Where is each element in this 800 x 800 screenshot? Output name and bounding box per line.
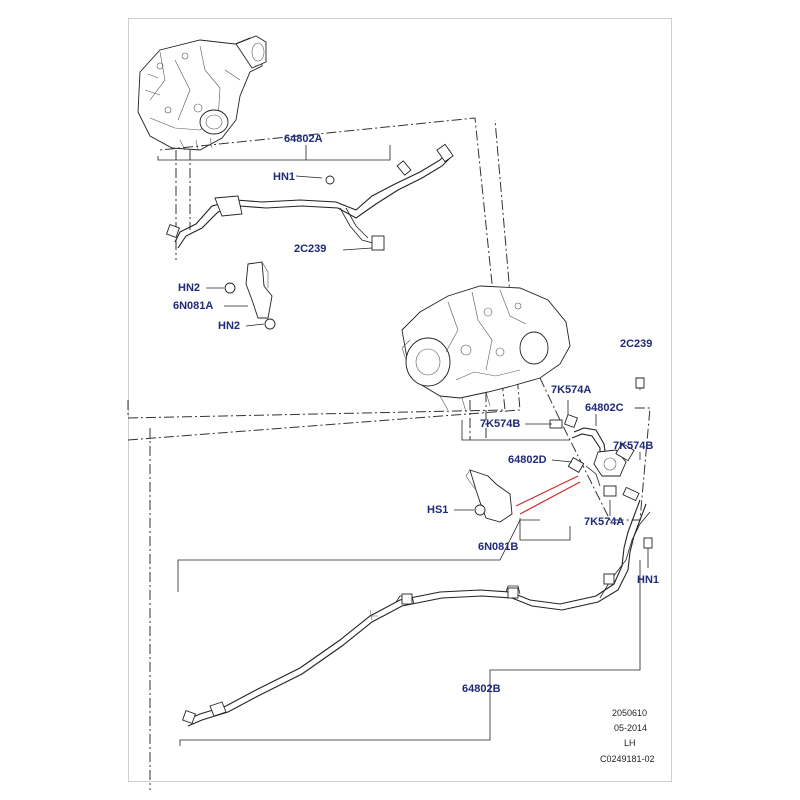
- transfer-case-illustration: [137, 35, 267, 151]
- callout-7K574B-left: 7K574B: [480, 418, 521, 430]
- callout-hn2-top: HN2: [178, 282, 201, 294]
- callout-hs1: HS1: [427, 504, 449, 516]
- pipe-64802A: [166, 143, 454, 251]
- callout-hn2-bottom: HN2: [218, 320, 241, 332]
- group-outline-lower: [539, 377, 651, 521]
- callout-2C239-top: 2C239: [294, 243, 327, 255]
- callout-64802C: 64802C: [585, 402, 624, 414]
- callout-2C239-right: 2C239: [620, 338, 653, 350]
- bracket-6N081B: [465, 469, 513, 523]
- callout-hn1-top: HN1: [273, 171, 296, 183]
- footer-code-2: C0249181-02: [600, 754, 655, 764]
- callout-7K574A-bottom: 7K574A: [584, 516, 625, 528]
- transmission-illustration: [401, 285, 571, 413]
- bracket-6N081A: [224, 261, 276, 330]
- group-outline-upper: [127, 117, 506, 419]
- highlight-line-2: [519, 481, 581, 515]
- callout-hn1-right: HN1: [637, 574, 660, 586]
- footer-side: LH: [624, 738, 636, 748]
- connector-cluster: [549, 414, 640, 502]
- callout-7K574A-top: 7K574A: [551, 384, 592, 396]
- callout-64802A: 64802A: [284, 133, 323, 145]
- highlight-line-1: [515, 475, 579, 507]
- callout-7K574B-right: 7K574B: [613, 440, 654, 452]
- callout-64802D: 64802D: [508, 454, 547, 466]
- callout-64802B: 64802B: [462, 683, 501, 695]
- footer-code-1: 2050610: [612, 708, 648, 718]
- callout-6N081B: 6N081B: [478, 541, 519, 553]
- pipe-64802B: [182, 499, 653, 727]
- bracket-64802B: [177, 519, 540, 592]
- footer-date: 05-2014: [614, 723, 648, 733]
- callout-6N081A: 6N081A: [173, 300, 214, 312]
